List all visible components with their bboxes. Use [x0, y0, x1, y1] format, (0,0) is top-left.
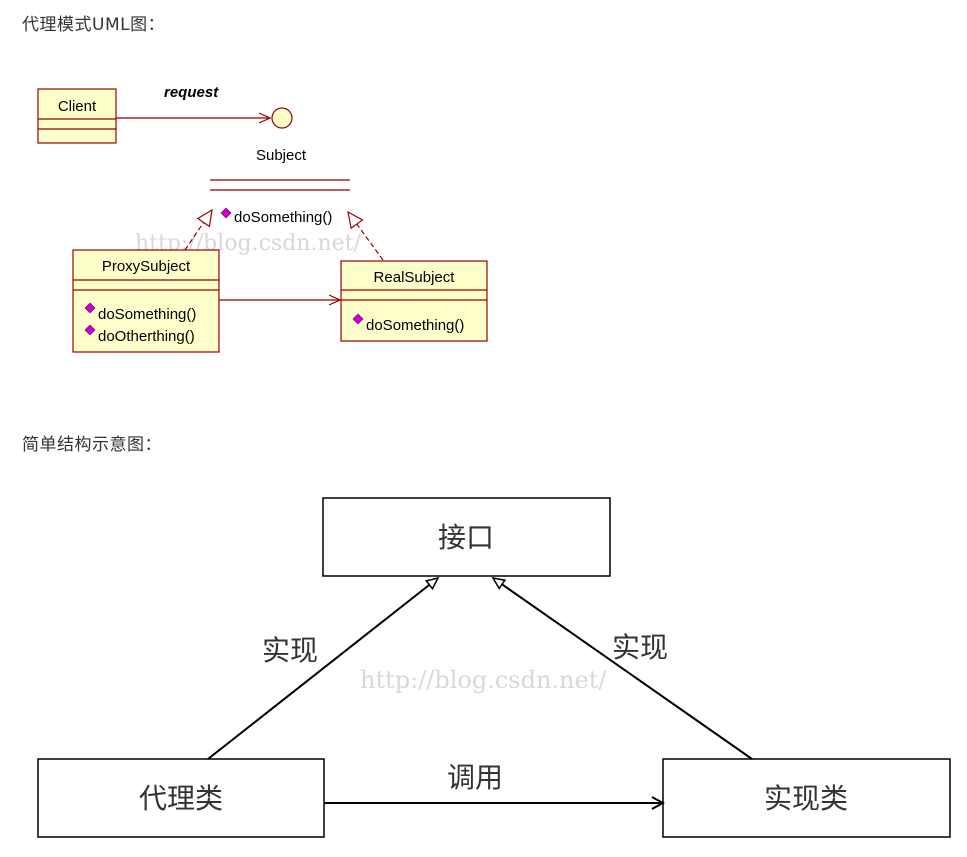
simple-watermark: http://blog.csdn.net/ [360, 666, 607, 694]
proxy-realization-arrow [184, 208, 213, 251]
real-class-label: 实现类 [764, 782, 848, 815]
real-subject-class: RealSubject doSomething() [340, 260, 488, 342]
client-label: Client [58, 98, 97, 115]
subject-interface-circle [271, 107, 293, 129]
subject-label: Subject [256, 147, 307, 164]
request-label: request [164, 84, 219, 101]
call-label: 调用 [447, 761, 503, 794]
interface-label: 接口 [438, 521, 494, 554]
proxy-implements-arrow [207, 576, 440, 760]
real-op: doSomething() [366, 317, 464, 334]
real-class-box [662, 758, 951, 838]
real-subject-label: RealSubject [374, 269, 456, 286]
uml-heading: 代理模式UML图： [22, 15, 166, 35]
interface-box [322, 497, 611, 577]
proxy-op-2: doOtherthing() [98, 328, 195, 345]
client-class: Client [37, 88, 117, 144]
implement-left-label: 实现 [262, 634, 318, 667]
real-implements-arrow [491, 576, 753, 760]
implement-right-label: 实现 [612, 631, 668, 664]
proxy-op-icon [84, 324, 96, 336]
simple-heading: 简单结构示意图： [22, 435, 162, 455]
real-op-icon [352, 313, 364, 325]
proxy-op-icon [84, 302, 96, 314]
proxy-subject-label: ProxySubject [102, 258, 191, 275]
proxy-op-1: doSomething() [98, 306, 196, 323]
subject-op-icon [220, 207, 232, 219]
subject-op: doSomething() [234, 209, 332, 226]
proxy-subject-class: ProxySubject doSomething() doOtherthing(… [72, 249, 220, 353]
proxy-class-label: 代理类 [139, 782, 223, 815]
real-realization-arrow [347, 210, 384, 261]
proxy-class-box [37, 758, 325, 838]
